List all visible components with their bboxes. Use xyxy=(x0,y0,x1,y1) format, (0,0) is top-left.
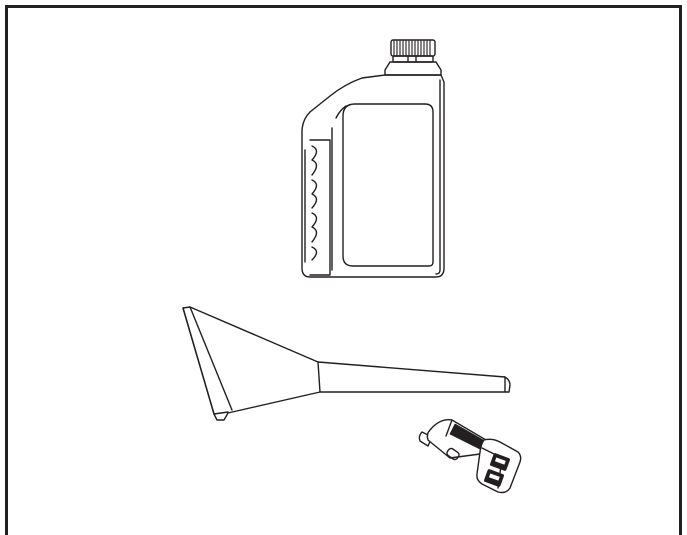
car-charger-icon xyxy=(418,419,522,494)
oil-bottle-icon xyxy=(301,39,445,278)
accessories-illustration xyxy=(182,39,522,494)
funnel-icon xyxy=(182,306,511,421)
illustration-frame xyxy=(5,5,682,535)
